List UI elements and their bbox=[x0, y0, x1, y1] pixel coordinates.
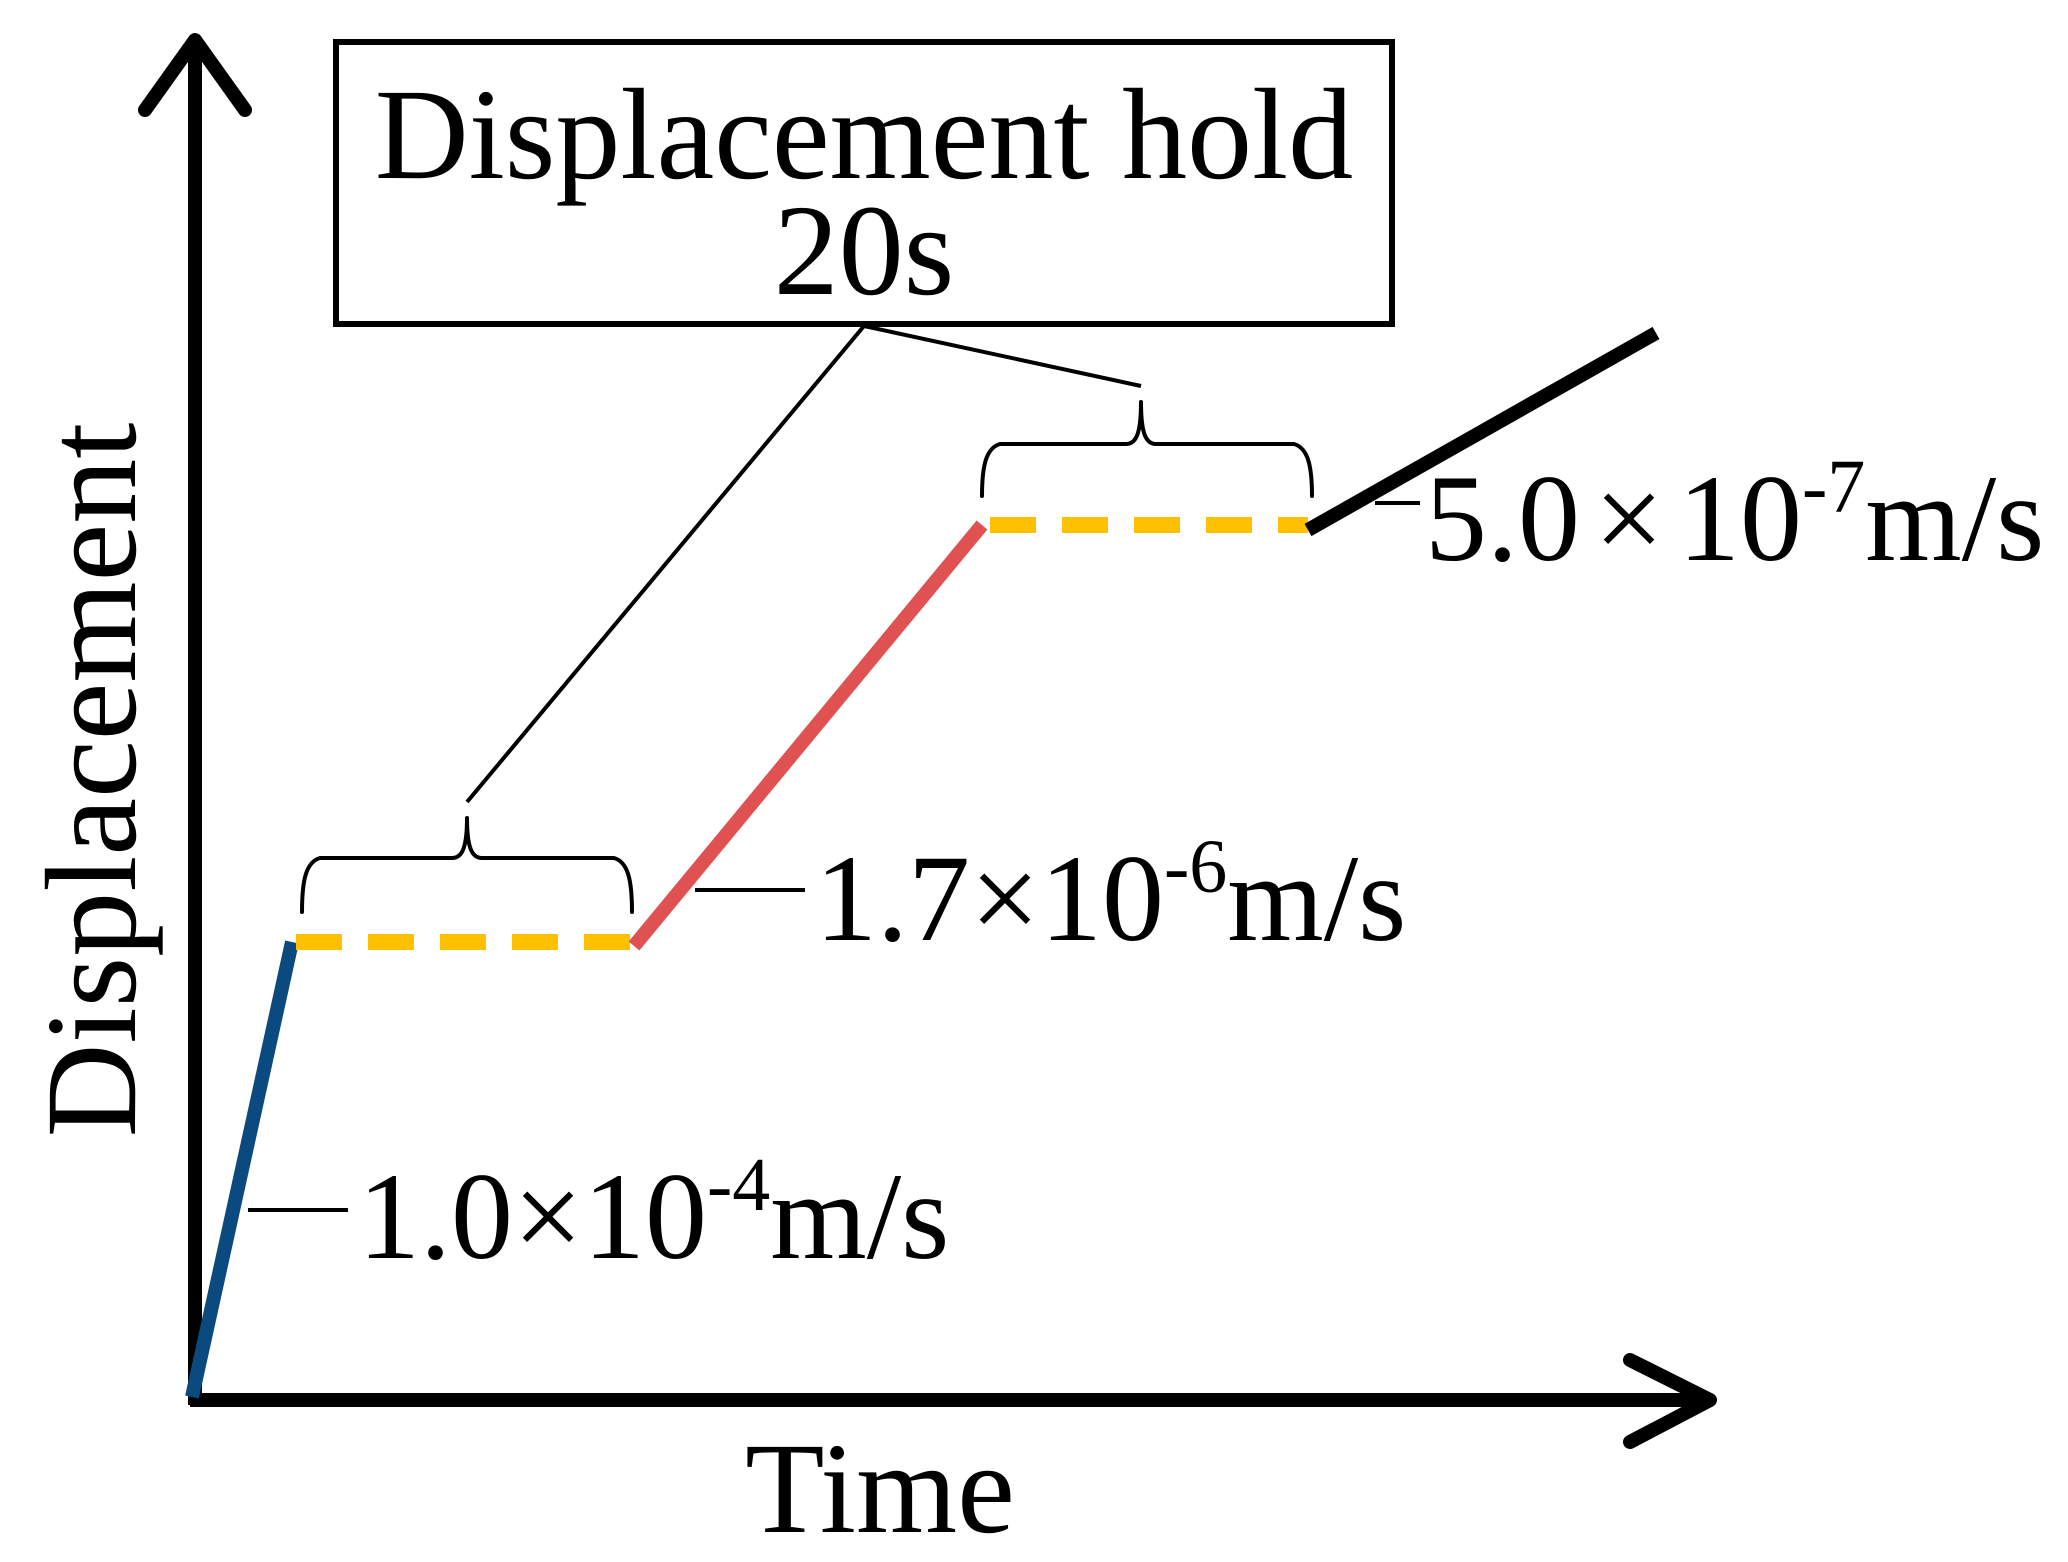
loading-path bbox=[185, 326, 1660, 1399]
callout-leader-line bbox=[465, 323, 1142, 804]
y-axis-label: Displacement bbox=[20, 423, 164, 1138]
hold-brace-1 bbox=[300, 816, 634, 914]
y-axis-arrowhead bbox=[138, 33, 252, 117]
x-axis-label: Time bbox=[745, 1417, 1015, 1561]
ramp-segment-medium bbox=[628, 520, 988, 951]
rate-annotations: 1.0×10-4m/s 1.7×10-6m/s 5.0×10-7m/s bbox=[248, 445, 2044, 1285]
callout-line-2: 20s bbox=[774, 179, 955, 323]
x-axis-arrowhead bbox=[1623, 1353, 1717, 1449]
rate-exponent-medium: -6 bbox=[1164, 825, 1227, 909]
ramp-segment-slow bbox=[1304, 326, 1660, 537]
ramp-segment-fast bbox=[185, 940, 299, 1399]
rate-exponent-slow: -7 bbox=[1802, 445, 1865, 529]
rate-label-medium: 1.7×10-6m/s bbox=[815, 825, 1406, 967]
hold-braces bbox=[300, 400, 1314, 914]
rate-exponent-fast: -4 bbox=[707, 1143, 770, 1227]
callout-box bbox=[333, 39, 1395, 327]
callout-line-1: Displacement hold bbox=[375, 63, 1353, 207]
rate-label-fast: 1.0×10-4m/s bbox=[358, 1143, 949, 1285]
axes bbox=[138, 33, 1717, 1449]
hold-callout: Displacement hold 20s bbox=[333, 39, 1395, 804]
rate-label-slow: 5.0×10-7m/s bbox=[1425, 445, 2044, 587]
hold-brace-2 bbox=[980, 400, 1314, 498]
